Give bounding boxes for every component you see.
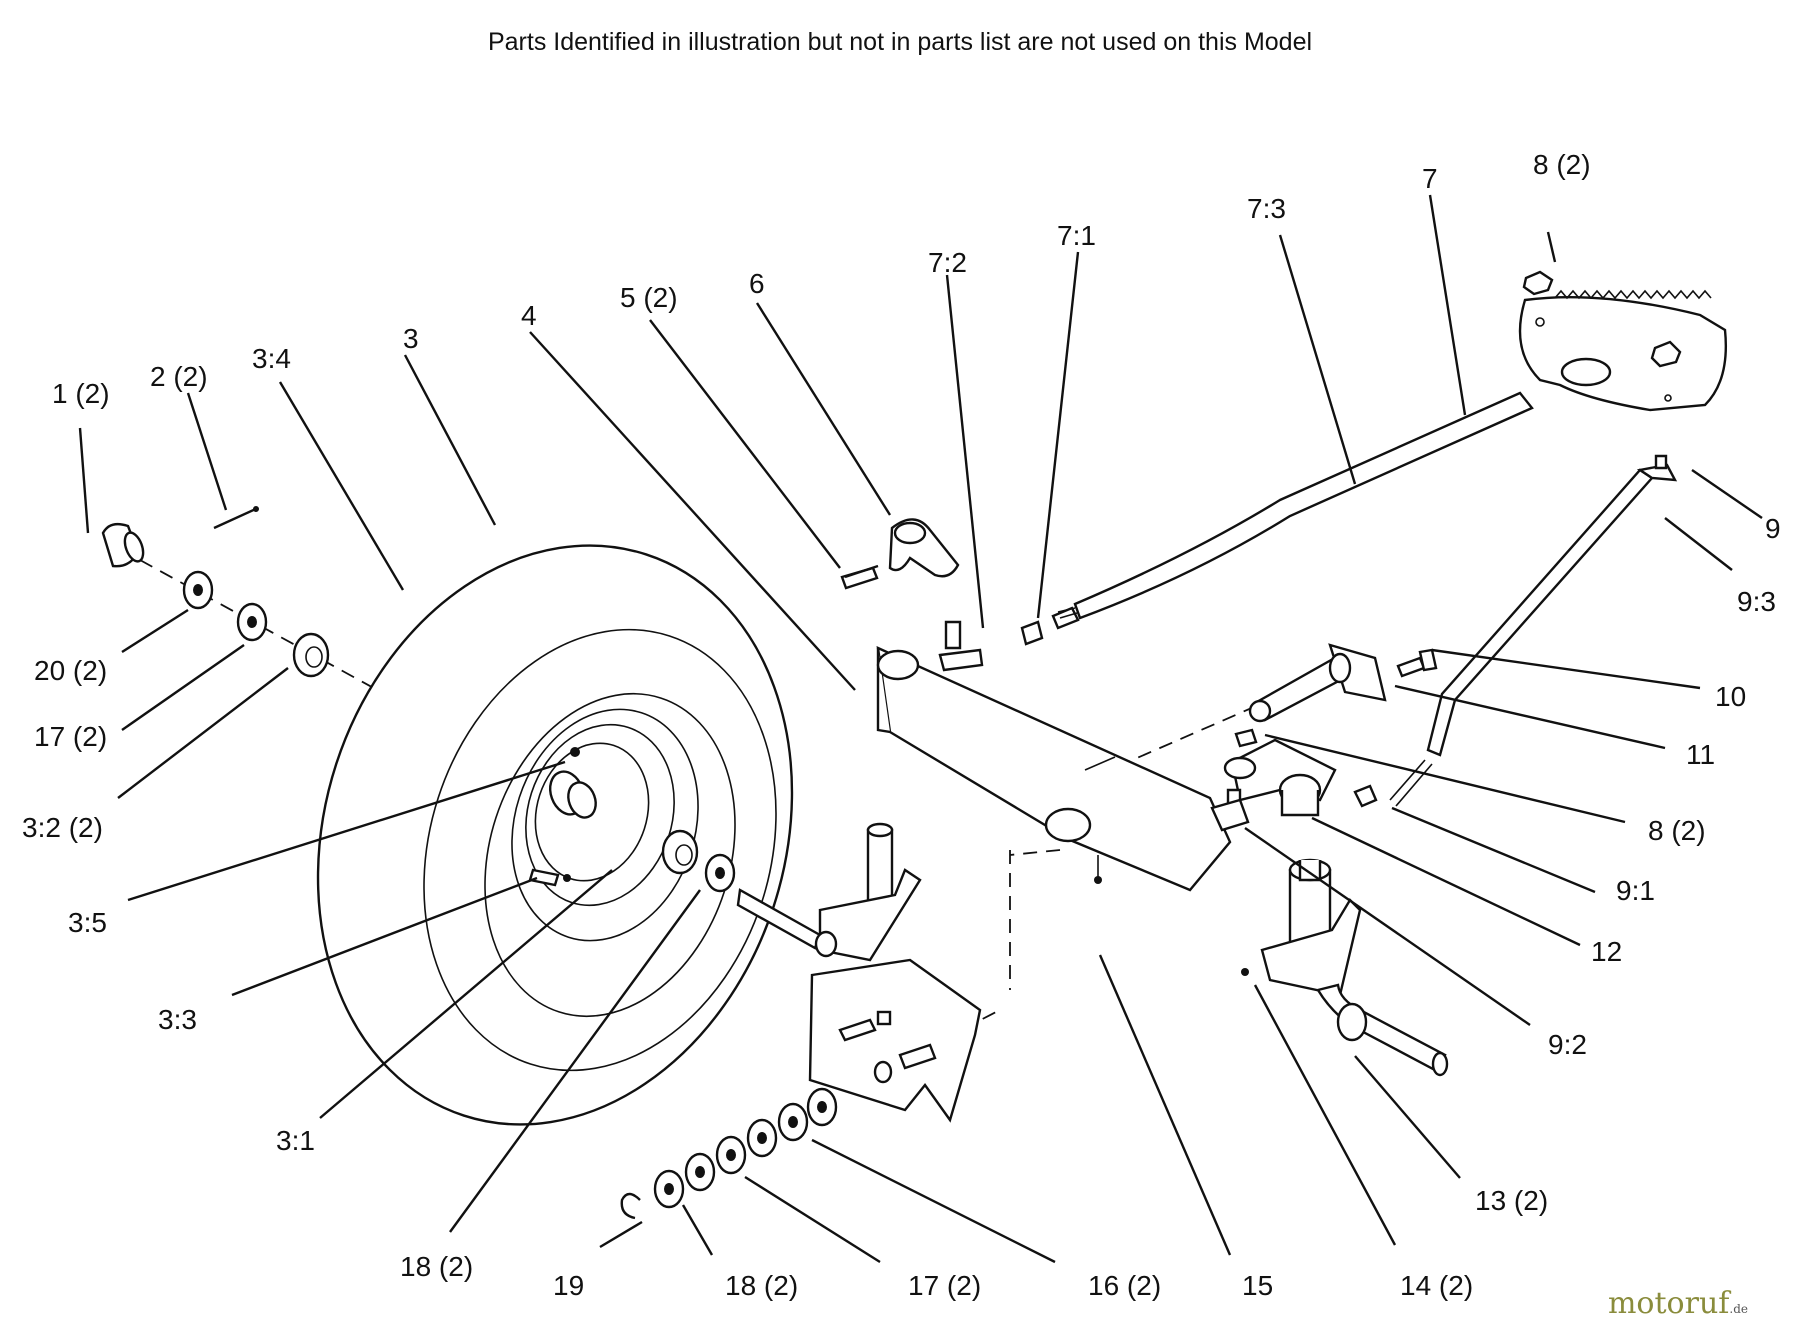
tie-rod xyxy=(1353,454,1678,808)
label-part-3-1: 3:1 xyxy=(276,1125,315,1156)
steering-arm-left xyxy=(840,518,960,590)
left-spindle xyxy=(736,822,922,962)
label-part-1: 1 (2) xyxy=(52,378,110,409)
pivot-washers xyxy=(620,1087,838,1220)
cotter-pin-5 xyxy=(844,564,879,579)
pivot-shaft xyxy=(1248,643,1387,723)
label-part-12: 12 xyxy=(1591,936,1622,967)
label-part-10: 10 xyxy=(1715,681,1746,712)
label-part-19: 19 xyxy=(553,1270,584,1301)
header-note: Parts Identified in illustration but not… xyxy=(487,28,1313,56)
watermark-main: motoruf xyxy=(1607,1286,1730,1321)
label-part-7-1: 7:1 xyxy=(1057,220,1096,251)
watermark-suffix: .de xyxy=(1729,1302,1748,1316)
label-part-13: 13 (2) xyxy=(1475,1185,1548,1216)
label-part-3: 3 xyxy=(403,323,419,354)
label-part-14: 14 (2) xyxy=(1400,1270,1473,1301)
steering-arm-right xyxy=(1210,728,1337,832)
label-part-7: 7 xyxy=(1422,163,1438,194)
wheel-hub-bearing xyxy=(528,747,597,887)
label-part-3-4: 3:4 xyxy=(252,343,291,374)
bolt-10 xyxy=(1396,648,1438,678)
part-labels: 1 (2) 2 (2) 3:4 3 4 5 (2) 6 7:2 7:1 7:3 … xyxy=(22,149,1781,1301)
label-part-17-left: 17 (2) xyxy=(34,721,107,752)
label-part-8-right: 8 (2) xyxy=(1648,815,1706,846)
label-part-3-5: 3:5 xyxy=(68,907,107,938)
label-part-5: 5 (2) xyxy=(620,282,678,313)
leader-lines xyxy=(78,194,1763,1264)
label-part-9-2: 9:2 xyxy=(1548,1029,1587,1060)
nut-7-1 xyxy=(1020,620,1044,646)
label-part-20: 20 (2) xyxy=(34,655,107,686)
label-part-16: 16 (2) xyxy=(1088,1270,1161,1301)
drag-link xyxy=(1051,391,1534,630)
sector-gear xyxy=(1518,270,1727,412)
label-part-9-1: 9:1 xyxy=(1616,875,1655,906)
label-part-4: 4 xyxy=(521,300,537,331)
label-part-17-bottom: 17 (2) xyxy=(908,1270,981,1301)
label-part-7-3: 7:3 xyxy=(1247,193,1286,224)
label-part-11: 11 xyxy=(1686,739,1715,770)
label-part-3-2: 3:2 (2) xyxy=(22,812,103,843)
label-part-2: 2 (2) xyxy=(150,361,208,392)
label-part-18-bottom: 18 (2) xyxy=(725,1270,798,1301)
front-axle xyxy=(876,646,1232,892)
label-part-15: 15 xyxy=(1242,1270,1273,1301)
cotter-pin-left xyxy=(213,506,259,530)
right-spindle xyxy=(1241,858,1449,1077)
wheel-tire xyxy=(316,544,794,1126)
label-part-3-3: 3:3 xyxy=(158,1004,197,1035)
left-washers xyxy=(182,570,330,678)
watermark-logo: motoruf.de xyxy=(1608,1286,1748,1321)
spindle-spacers xyxy=(661,829,736,893)
grease-fittings xyxy=(1094,855,1102,884)
label-part-9: 9 xyxy=(1765,513,1781,544)
label-part-6: 6 xyxy=(749,268,765,299)
hub-cap xyxy=(101,522,145,568)
pivot-bracket xyxy=(808,958,982,1123)
label-part-7-2: 7:2 xyxy=(928,247,967,278)
label-part-8-top: 8 (2) xyxy=(1533,149,1591,180)
bolt-7-2 xyxy=(938,620,984,672)
label-part-18-left: 18 (2) xyxy=(400,1251,473,1282)
label-part-9-3: 9:3 xyxy=(1737,586,1776,617)
